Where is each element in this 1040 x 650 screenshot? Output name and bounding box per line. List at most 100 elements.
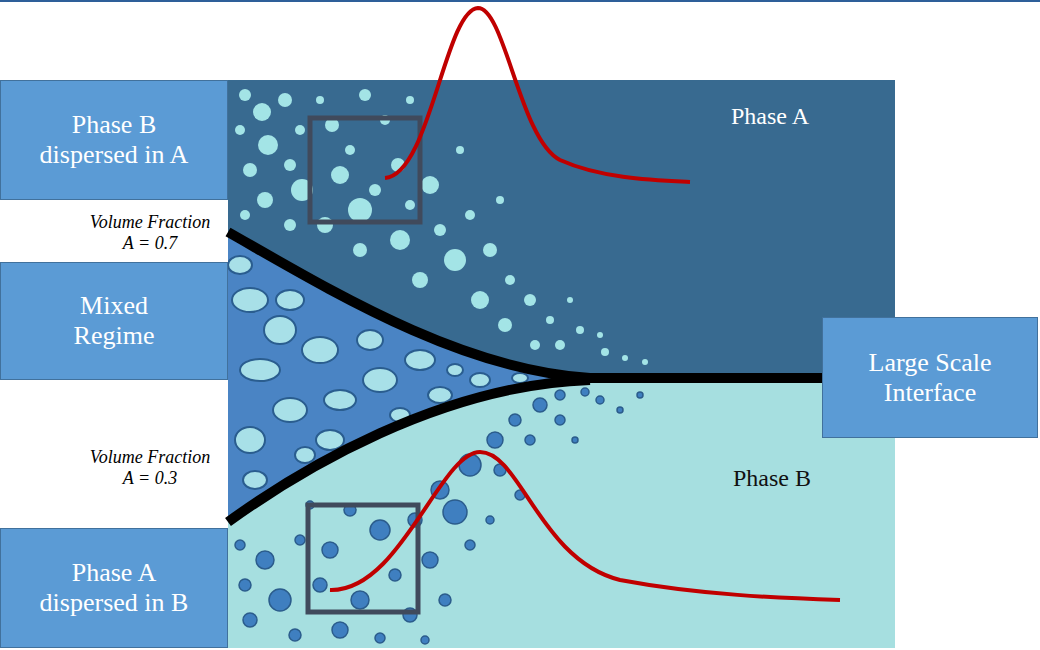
blob: [428, 387, 452, 403]
bubble: [289, 629, 301, 641]
bubble: [456, 146, 464, 154]
blob: [405, 350, 435, 370]
bubble: [617, 407, 623, 413]
label-box: Phase B dispersed in A: [0, 80, 228, 200]
bubble: [313, 578, 327, 592]
bubble: [483, 243, 497, 257]
bubble: [597, 332, 603, 338]
bubble: [555, 340, 565, 350]
bubble: [390, 230, 410, 250]
bubble: [370, 520, 390, 540]
bubble: [351, 591, 369, 609]
bubble: [235, 125, 245, 135]
blob: [324, 390, 356, 410]
label-box: Phase A dispersed in B: [0, 528, 228, 648]
bubble: [546, 316, 554, 324]
bubble: [496, 196, 504, 204]
bubble: [601, 348, 609, 356]
bubble: [375, 633, 385, 643]
bubble: [498, 318, 512, 332]
bubble: [486, 516, 494, 524]
bubble: [239, 89, 251, 101]
bubble: [331, 166, 349, 184]
blob: [295, 447, 315, 463]
bubble: [322, 542, 338, 558]
bubble: [471, 291, 489, 309]
blob: [264, 316, 296, 344]
bubble: [422, 552, 438, 568]
bubble: [284, 159, 296, 171]
bubble: [465, 210, 475, 220]
bubble: [555, 390, 565, 400]
bubble: [317, 217, 333, 233]
bubble: [465, 540, 475, 550]
bubble: [345, 145, 355, 155]
blob: [273, 398, 307, 422]
bubble: [642, 359, 648, 365]
blob: [228, 256, 252, 274]
label-box: Mixed Regime: [0, 262, 228, 380]
bubble: [444, 249, 466, 271]
blob: [447, 364, 463, 376]
mixed-region: [228, 232, 590, 522]
dispersed-a-bubbles: [235, 388, 643, 644]
bubble: [243, 613, 257, 627]
bubble: [278, 93, 292, 107]
bubble: [530, 340, 540, 350]
label-box: Large Scale Interface: [822, 317, 1038, 438]
sample-window: [310, 118, 420, 222]
volume-fraction-note: Volume Fraction A = 0.3: [85, 447, 215, 488]
bubble: [258, 135, 278, 155]
bubble: [405, 200, 415, 210]
bubble: [487, 432, 503, 448]
bubble: [389, 569, 401, 581]
bubble: [567, 297, 573, 303]
bubble: [406, 96, 414, 104]
bubble: [353, 243, 367, 257]
blob: [235, 427, 265, 453]
bubble: [239, 579, 251, 591]
bubble: [439, 594, 451, 606]
bubble: [524, 294, 536, 306]
bubble: [505, 275, 515, 285]
bubble: [243, 163, 257, 177]
bubble: [412, 272, 428, 288]
bubble: [269, 589, 291, 611]
distribution-curve: [385, 8, 690, 182]
phase-name: Phase B: [702, 465, 842, 493]
interface-line: [228, 232, 822, 378]
blob: [302, 337, 338, 363]
bubble: [240, 210, 250, 220]
bubble: [235, 540, 245, 550]
bubble: [295, 125, 305, 135]
sample-window: [308, 505, 418, 612]
bubble: [459, 454, 481, 476]
bubble: [257, 192, 273, 208]
blob: [276, 290, 304, 310]
bubble: [359, 89, 371, 101]
bubble: [509, 414, 521, 426]
bubble: [434, 224, 446, 236]
bubble: [525, 435, 535, 445]
blob: [243, 471, 267, 489]
bubble: [253, 103, 271, 121]
bubble: [622, 355, 628, 361]
bubble: [284, 219, 296, 231]
blob: [316, 430, 344, 450]
bubble: [576, 326, 584, 334]
blob: [363, 368, 397, 392]
bubble: [421, 176, 439, 194]
volume-fraction-note: Volume Fraction A = 0.7: [85, 212, 215, 253]
header-rule: [0, 0, 1040, 2]
bubble: [572, 437, 578, 443]
bubble: [316, 96, 324, 104]
bubble: [369, 184, 381, 196]
box-text: Phase B dispersed in A: [29, 110, 199, 170]
interface-line: [228, 380, 590, 522]
bubble: [637, 392, 643, 398]
bubble: [443, 500, 467, 524]
bubble: [555, 415, 565, 425]
bubble: [533, 398, 547, 412]
bubble: [348, 198, 372, 222]
